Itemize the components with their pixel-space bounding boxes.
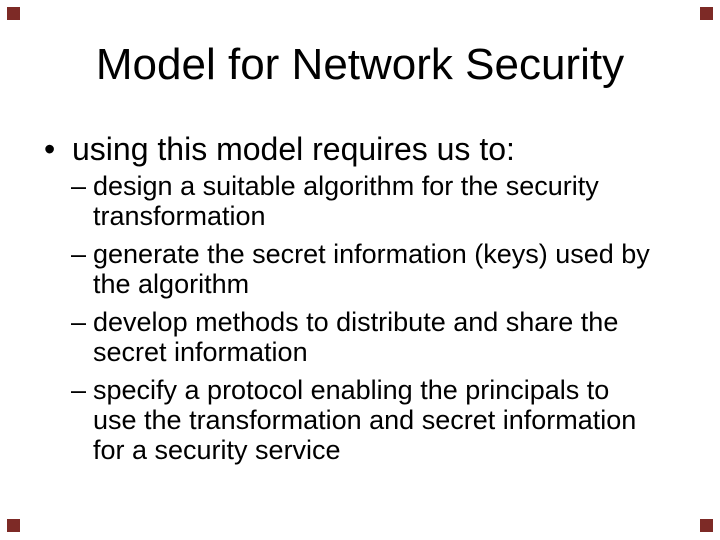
- sub-bullet-line: specify a protocol enabling the principa…: [93, 375, 610, 405]
- dash-icon: –: [71, 171, 87, 201]
- sub-bullet-line: transformation: [93, 201, 266, 231]
- corner-marker-bottom-right-icon: [700, 519, 713, 532]
- sub-bullet-list: – design a suitable algorithm for the se…: [71, 171, 681, 473]
- sub-bullet-line: use the transformation and secret inform…: [93, 405, 637, 435]
- sub-bullet-line: generate the secret information (keys) u…: [93, 239, 650, 269]
- sub-bullet-item: – develop methods to distribute and shar…: [71, 307, 681, 367]
- bullet-text: using this model requires us to:: [72, 131, 515, 167]
- sub-bullet-line: secret information: [93, 337, 308, 367]
- sub-bullet-line: design a suitable algorithm for the secu…: [93, 171, 599, 201]
- sub-bullet-text: design a suitable algorithm for the secu…: [93, 171, 681, 231]
- corner-marker-top-right-icon: [700, 7, 713, 20]
- sub-bullet-line: for a security service: [93, 435, 341, 465]
- bullet-dot-icon: •: [44, 131, 56, 167]
- corner-marker-bottom-left-icon: [7, 519, 20, 532]
- sub-bullet-text: specify a protocol enabling the principa…: [93, 375, 681, 465]
- dash-icon: –: [71, 239, 87, 269]
- sub-bullet-text: develop methods to distribute and share …: [93, 307, 681, 367]
- sub-bullet-item: – generate the secret information (keys)…: [71, 239, 681, 299]
- dash-icon: –: [71, 307, 87, 337]
- sub-bullet-item: – design a suitable algorithm for the se…: [71, 171, 681, 231]
- corner-marker-top-left-icon: [7, 7, 20, 20]
- sub-bullet-text: generate the secret information (keys) u…: [93, 239, 681, 299]
- sub-bullet-item: – specify a protocol enabling the princi…: [71, 375, 681, 465]
- sub-bullet-line: develop methods to distribute and share …: [93, 307, 619, 337]
- slide-title: Model for Network Security: [95, 40, 625, 89]
- sub-bullet-line: the algorithm: [93, 269, 250, 299]
- bullet-item: • using this model requires us to:: [44, 133, 515, 165]
- dash-icon: –: [71, 375, 87, 405]
